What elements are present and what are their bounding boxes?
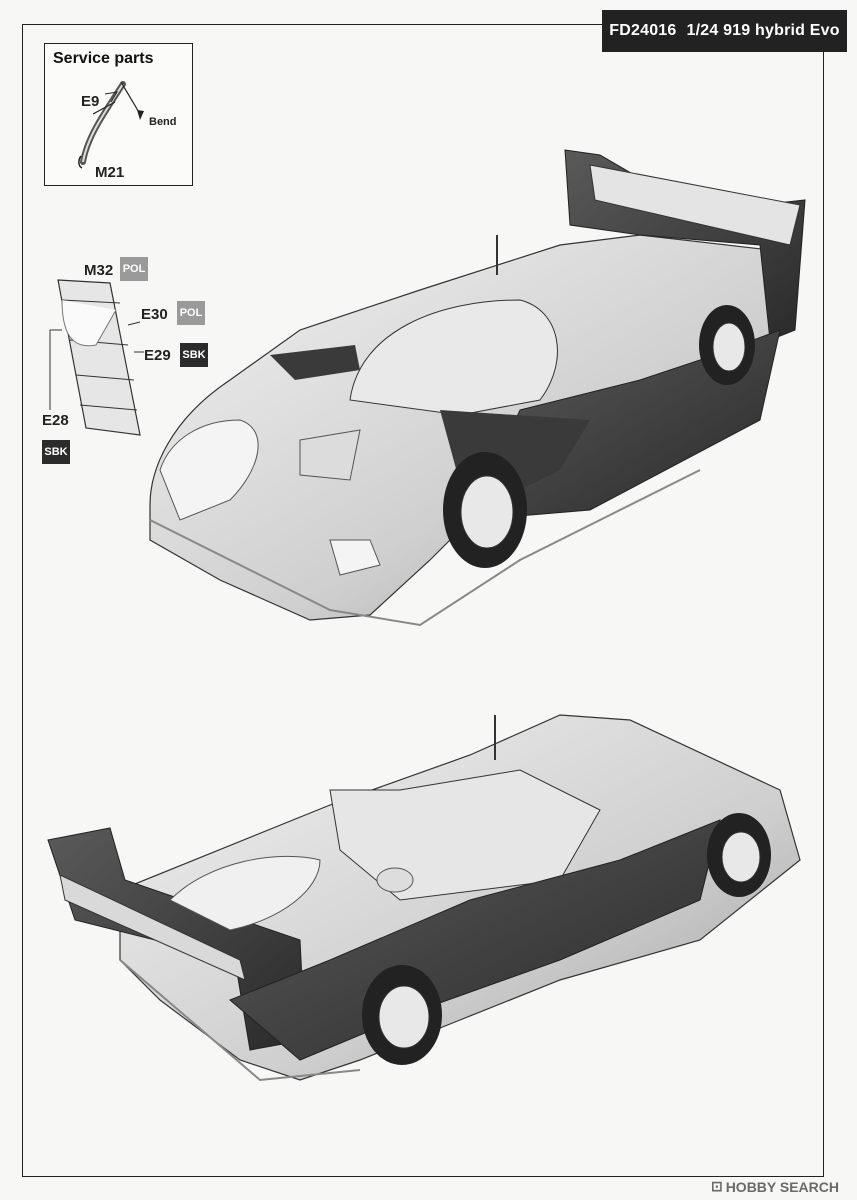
label-e28: E28: [42, 412, 69, 429]
watermark-text: HOBBY SEARCH: [725, 1178, 839, 1195]
service-part-illustration: [78, 81, 144, 169]
car-top-view: [149, 149, 806, 627]
car-bottom-view: [47, 714, 801, 1082]
badge-e28-sbk: SBK: [42, 440, 70, 464]
label-bend: Bend: [149, 116, 177, 128]
service-parts-title: Service parts: [53, 50, 154, 67]
kit-code: FD24016: [609, 22, 677, 39]
service-parts-box: Service parts E9 Bend M21: [44, 43, 193, 186]
badge-e30-pol: POL: [177, 301, 205, 325]
badge-m32-pol: POL: [120, 257, 148, 281]
title-tab: FD24016 1/24 919 hybrid Evo: [602, 10, 847, 52]
label-e30: E30: [141, 306, 168, 323]
label-m21: M21: [95, 164, 125, 181]
mirror-part: [49, 279, 144, 436]
label-e9: E9: [81, 93, 100, 110]
page-frame: [22, 24, 824, 1177]
label-e29: E29: [144, 347, 171, 364]
kit-title: 1/24 919 hybrid Evo: [686, 22, 840, 39]
badge-e29-sbk: SBK: [180, 343, 208, 367]
hobby-search-logo-icon: ⊡: [710, 1178, 723, 1194]
label-m32: M32: [84, 262, 114, 279]
hobby-search-watermark: ⊡ HOBBY SEARCH: [711, 1178, 839, 1195]
